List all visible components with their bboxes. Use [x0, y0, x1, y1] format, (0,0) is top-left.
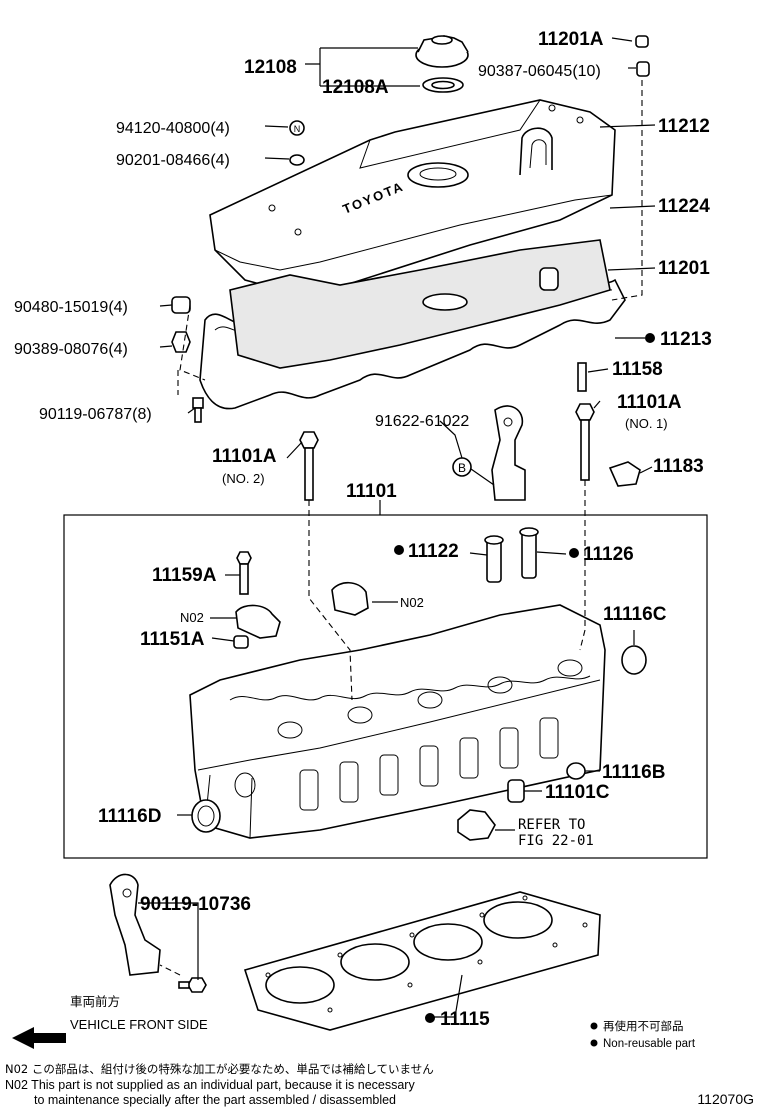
label-no2: (NO. 2): [222, 471, 265, 486]
nonreusable-dot-icon: [425, 1013, 435, 1023]
label-11201: 11201: [658, 258, 710, 279]
label-90201: 90201-08466(4): [116, 152, 230, 169]
nonreusable-dot-icon: [645, 333, 655, 343]
legend-dot-icon: [590, 1022, 598, 1030]
cylinder-head-group-box: [63, 514, 708, 859]
label-11224: 11224: [658, 196, 710, 217]
figure-code: 112070G: [697, 1091, 754, 1107]
label-n02-lower: N02: [180, 610, 204, 625]
cylinder-head-block-icon: [189, 604, 606, 839]
seal-90201-icon: [289, 154, 305, 166]
oil-filler-cap-icon: [415, 35, 469, 68]
valve-guide-11126-icon: [519, 527, 539, 579]
label-11116c: 11116C: [603, 604, 667, 625]
seal-11116d-icon: [191, 799, 221, 833]
bracket-91622-icon: [491, 405, 526, 501]
b-mark-label: B: [458, 461, 466, 475]
nonreusable-dot-icon: [569, 548, 579, 558]
front-arrow-icon: [12, 1027, 66, 1049]
label-11159a: 11159A: [152, 565, 217, 586]
bolt-11159a-icon: [236, 551, 252, 595]
front-side-en: VEHICLE FRONT SIDE: [70, 1017, 208, 1032]
bearing-cap-n02-lower-icon: [235, 604, 281, 639]
label-11158: 11158: [612, 359, 663, 380]
bushing-90387-icon: [636, 61, 650, 77]
label-refer-to[interactable]: REFER TO: [518, 817, 585, 833]
label-12108: 12108: [244, 57, 297, 78]
dashed-guide-lines: [159, 80, 643, 976]
legend-nonreusable-en: Non-reusable part: [603, 1038, 696, 1050]
label-11101a-no1: 11101A: [617, 392, 682, 413]
footnote-jp: N02 この部品は、組付け後の特殊な加工が必要なため、単品では補給していません: [5, 1062, 434, 1076]
bearing-cap-n02-upper-icon: [331, 581, 369, 616]
front-side-jp: 車両前方: [70, 994, 120, 1009]
label-11122: 11122: [408, 541, 459, 562]
label-12108a: 12108A: [322, 77, 389, 98]
label-90119-06787: 90119-06787(8): [39, 406, 152, 423]
bolt-11101a-no1-icon: [575, 403, 595, 481]
label-11115: 11115: [440, 1009, 490, 1030]
head-gasket-icon: [243, 891, 601, 1031]
label-90387: 90387-06045(10): [478, 63, 601, 80]
nut-11201a-icon: [635, 35, 649, 48]
pin-11151a-icon: [233, 635, 249, 649]
refer-part-icon: [457, 809, 496, 841]
label-n02-upper: N02: [400, 595, 424, 610]
valve-guide-11122-icon: [484, 535, 504, 583]
cylinder-head-cover-icon: TOYOTA: [209, 99, 616, 296]
leader-lines: [138, 37, 656, 1018]
label-11151a: 11151A: [140, 629, 205, 650]
legend-nonreusable-jp: 再使用不可部品: [603, 1019, 684, 1033]
label-90119-10736: 90119-10736: [140, 894, 251, 915]
label-11101c: 11101C: [545, 782, 610, 803]
label-90480: 90480-15019(4): [14, 299, 128, 316]
label-11116d: 11116D: [98, 806, 161, 827]
label-11201a: 11201A: [538, 29, 604, 50]
n-mark-label: N: [294, 124, 301, 134]
stud-11158-icon: [577, 362, 587, 392]
label-90389: 90389-08076(4): [14, 341, 128, 358]
nonreusable-dot-icon: [394, 545, 404, 555]
plug-11116b-icon: [566, 762, 586, 780]
b-marker-icon: B: [452, 457, 472, 477]
cover-lower-body-icon: [229, 239, 611, 369]
label-11101: 11101: [346, 481, 397, 502]
label-11116b: 11116B: [602, 762, 665, 783]
label-11213: 11213: [660, 329, 712, 350]
label-91622: 91622-61022: [375, 413, 469, 430]
label-fig-22-01[interactable]: FIG 22-01: [518, 833, 594, 849]
bolt-90119-10736-icon: [178, 977, 207, 993]
label-11101a-no2: 11101A: [212, 446, 277, 467]
grommet-90389-icon: [171, 331, 191, 353]
label-11126: 11126: [583, 544, 634, 565]
plug-11116c-icon: [621, 645, 647, 675]
label-11183: 11183: [653, 456, 704, 477]
plug-11183-icon: [608, 461, 641, 487]
dowel-11101c-icon: [507, 779, 525, 803]
cap-gasket-icon: [422, 77, 464, 93]
label-94120: 94120-40800(4): [116, 120, 230, 137]
label-11212: 11212: [658, 116, 710, 137]
washer-94120-icon: N: [289, 120, 305, 136]
label-no1: (NO. 1): [625, 416, 668, 431]
grommet-90480-icon: [171, 296, 191, 314]
bolt-90119-icon: [192, 397, 204, 423]
legend-dot-icon: [590, 1039, 598, 1047]
footnote-en-1: N02 This part is not supplied as an indi…: [5, 1078, 415, 1092]
bracket-lower-icon: [109, 873, 161, 976]
footnote-en-2: to maintenance specially after the part …: [34, 1093, 396, 1107]
bolt-11101a-no2-icon: [299, 431, 319, 501]
